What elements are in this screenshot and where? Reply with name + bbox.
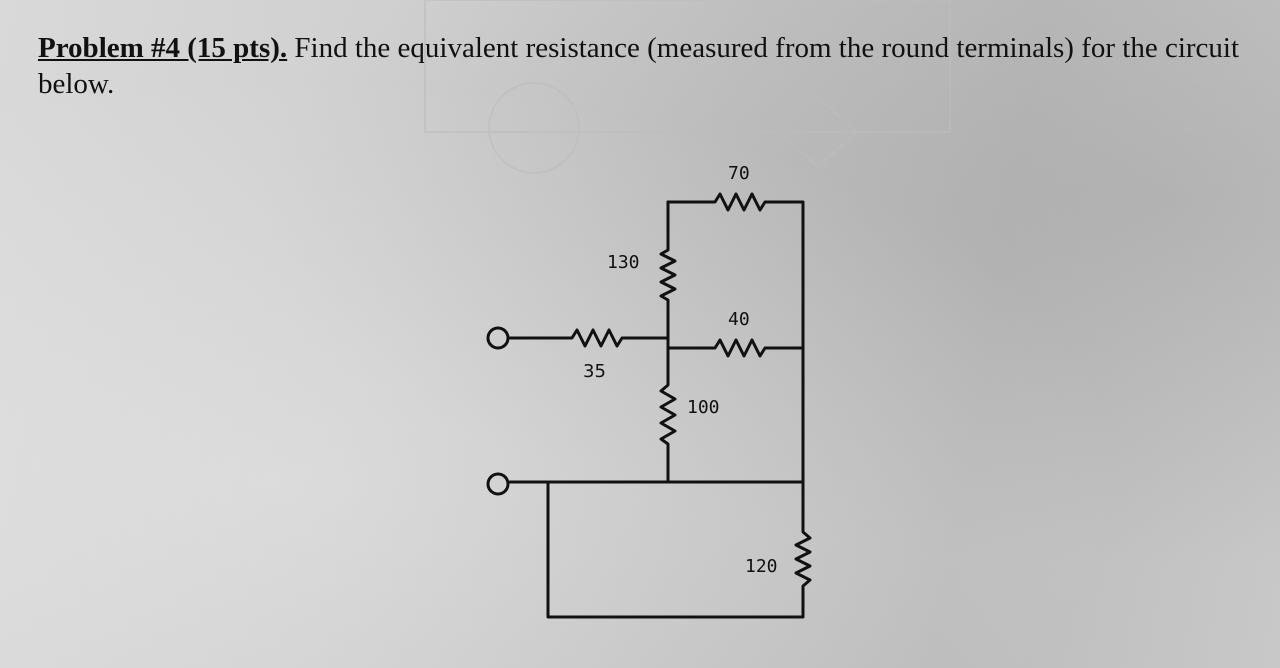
show-through-marks — [424, 0, 951, 174]
problem-text: Find the equivalent resistance (measured… — [38, 32, 1240, 100]
label-70: 70 — [728, 163, 750, 184]
resistor-120 — [546, 480, 812, 619]
resistor-130 — [659, 200, 677, 340]
circuit-wires — [508, 192, 812, 619]
problem-label: Problem #4 (15 pts). — [38, 32, 288, 64]
label-35: 35 — [583, 361, 606, 382]
resistor-70 — [666, 192, 805, 350]
problem-statement: Problem #4 (15 pts). Find the equivalent… — [38, 30, 1248, 102]
resistor-35 — [508, 328, 670, 348]
label-40: 40 — [728, 309, 750, 330]
label-100: 100 — [687, 397, 720, 418]
resistor-100 — [659, 346, 677, 484]
label-130: 130 — [607, 252, 640, 273]
label-120: 120 — [745, 556, 778, 577]
resistor-40 — [666, 336, 805, 358]
terminal-a — [486, 326, 510, 350]
terminal-b — [486, 472, 510, 496]
